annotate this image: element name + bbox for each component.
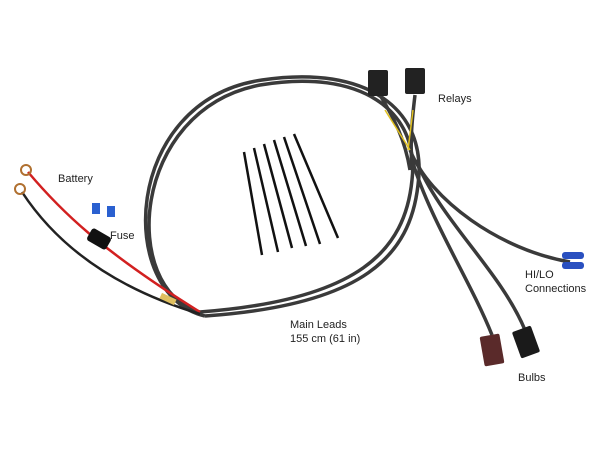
battery-label: Battery xyxy=(58,173,93,185)
bulb-connector-brown xyxy=(479,333,505,367)
fuse-label: Fuse xyxy=(110,230,135,242)
bulbs-label: Bulbs xyxy=(518,372,546,384)
relay-leads xyxy=(378,94,571,336)
main-leads-line1: Main Leads xyxy=(290,319,347,331)
main-leads-line2: 155 cm (61 in) xyxy=(290,333,361,345)
fuses xyxy=(92,203,115,217)
relay-2 xyxy=(405,68,425,94)
main-lead-loop xyxy=(143,75,421,318)
hilo-label-line2: Connections xyxy=(525,283,587,295)
bulb-connector-black xyxy=(512,325,540,359)
hilo-label-line1: HI/LO xyxy=(525,269,554,281)
battery-leads xyxy=(14,164,201,316)
zip-ties xyxy=(242,133,340,256)
hilo-label: HI/LO Connections xyxy=(525,268,586,296)
yellow-wires xyxy=(384,109,414,151)
fuse-holder xyxy=(87,228,111,250)
relay-1 xyxy=(368,70,388,96)
relays-label: Relays xyxy=(438,93,472,105)
splice xyxy=(159,292,177,306)
hilo-terminals xyxy=(562,252,584,269)
main-leads-label: Main Leads 155 cm (61 in) xyxy=(290,318,360,346)
